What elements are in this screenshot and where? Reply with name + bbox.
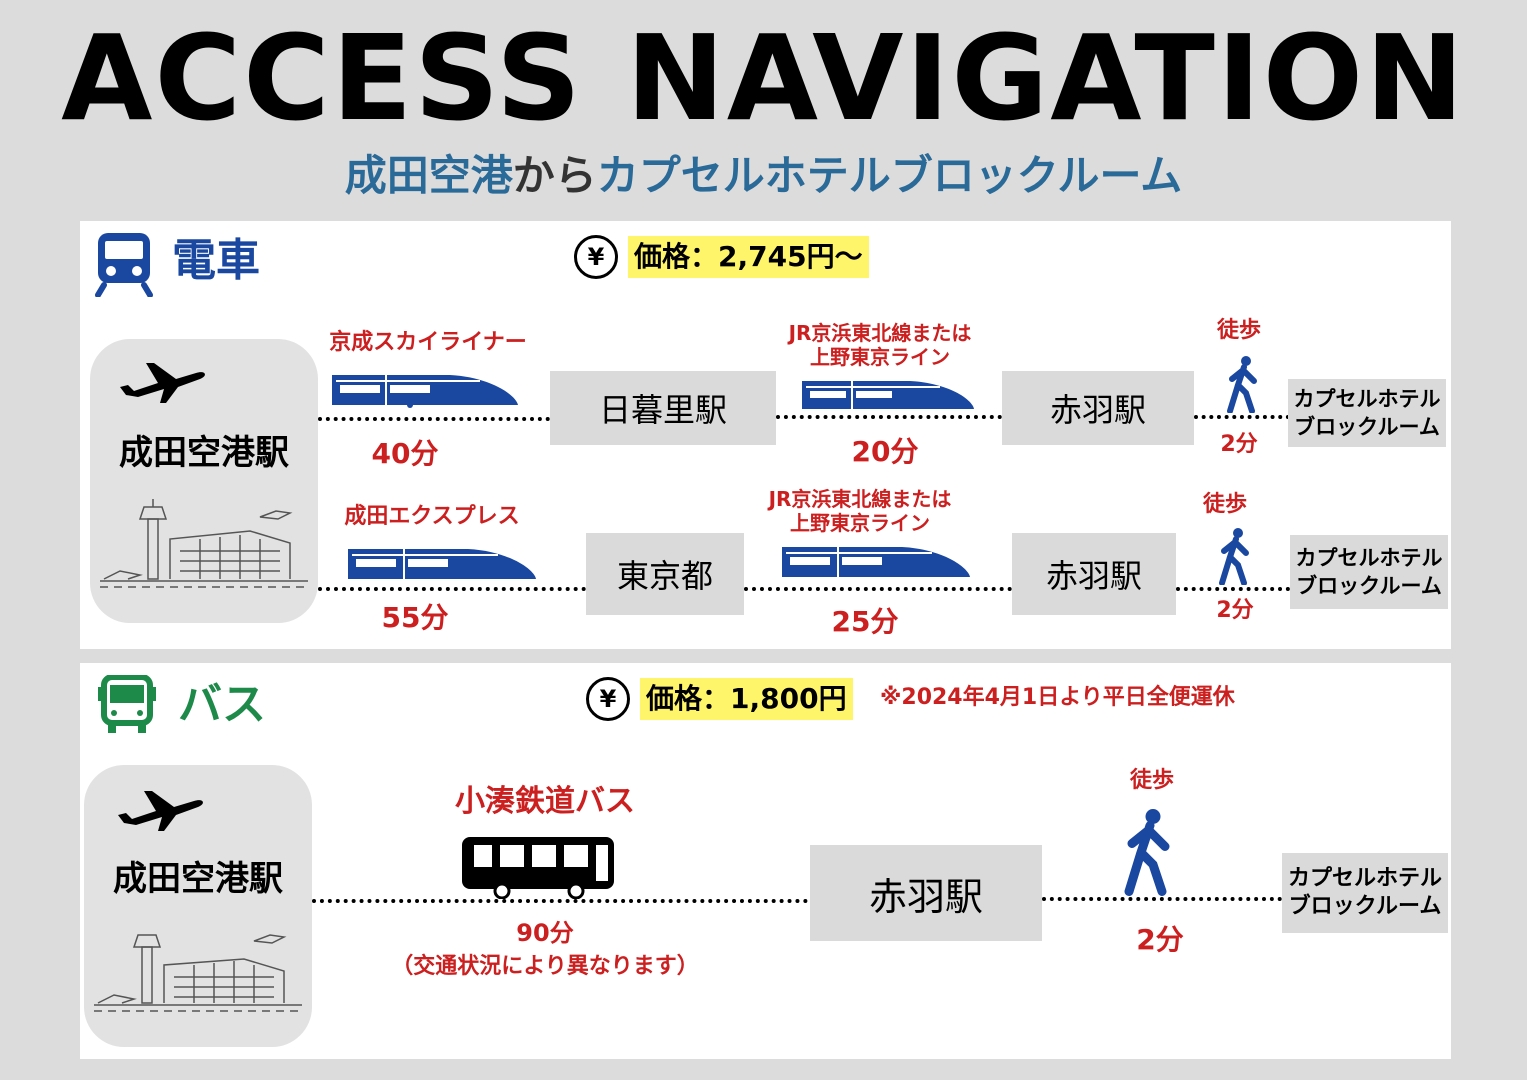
bus-line-label: 小湊鉄道バス [455, 784, 635, 819]
bus-panel: バス ¥ 価格：1,800円 ※2024年4月1日より平日全便運休 成田空港駅 [80, 663, 1451, 1059]
bus-destination: カプセルホテル ブロックルーム [1282, 853, 1448, 933]
route2-dots3 [1176, 587, 1290, 591]
bus-walk-icon [1120, 805, 1180, 901]
page-title: ACCESS NAVIGATION [61, 9, 1466, 147]
route1-destination: カプセルホテル ブロックルーム [1288, 379, 1446, 447]
route1-line2-label-a: JR京浜東北線または [788, 321, 972, 345]
route2-walk-label: 徒歩 [1202, 492, 1247, 517]
bus-suspension-note: ※2024年4月1日より平日全便運休 [880, 685, 1235, 710]
bus-dots1 [312, 899, 808, 903]
route1-dots2 [776, 415, 1002, 419]
train-origin-label: 成田空港駅 [119, 433, 289, 473]
route1-walk-time: 2分 [1220, 432, 1258, 457]
bus-walk-label: 徒歩 [1129, 768, 1174, 793]
route1-dots3 [1194, 415, 1290, 419]
yen-icon: ¥ [574, 235, 618, 279]
airplane-icon [118, 361, 208, 409]
train-panel: 電車 ¥ 価格：2,745円〜 成田空港駅 [80, 221, 1451, 649]
route2-station2: 赤羽駅 [1012, 533, 1176, 615]
route1-dest-line2: ブロックルーム [1294, 415, 1440, 439]
bus-price-label: 価格：1,800円 [640, 678, 853, 720]
route1-line1-label: 京成スカイライナー [329, 330, 527, 355]
route2-dots2 [744, 587, 1012, 591]
route2-walk-icon [1216, 527, 1256, 589]
route1-walk-label: 徒歩 [1216, 318, 1261, 343]
route2-time2: 25分 [831, 605, 899, 638]
route1-line2-label-b: 上野東京ライン [810, 345, 950, 369]
route1-walk-icon [1224, 355, 1264, 417]
route1-time2: 20分 [851, 435, 919, 468]
route1-train1-icon [330, 371, 520, 415]
route2-dest-line2: ブロックルーム [1296, 574, 1442, 598]
route1-time1: 40分 [371, 437, 439, 470]
route2-dest-line1: カプセルホテル [1295, 546, 1443, 570]
train-section-title: 電車 [172, 235, 260, 286]
bus-time-note: （交通状況により異なります） [391, 954, 699, 979]
train-price-label: 価格：2,745円〜 [628, 236, 869, 278]
train-origin-card: 成田空港駅 [90, 339, 318, 623]
route2-dots1 [318, 587, 586, 591]
bus-dest-line1: カプセルホテル [1287, 866, 1442, 891]
bus-origin-label: 成田空港駅 [113, 859, 283, 899]
bus-station: 赤羽駅 [810, 845, 1042, 941]
route1-station2: 赤羽駅 [1002, 371, 1194, 445]
route2-line2-label-b: 上野東京ライン [790, 511, 930, 535]
route1-station1: 日暮里駅 [550, 371, 776, 445]
bus-dots2 [1042, 897, 1282, 901]
route2-time1: 55分 [381, 601, 449, 634]
subtitle-origin: 成田空港 [344, 151, 513, 200]
route1-train2-icon [800, 377, 975, 417]
yen-icon: ¥ [586, 677, 630, 721]
route2-walk-time: 2分 [1216, 598, 1254, 623]
airport-illustration [100, 491, 308, 595]
bus-section-title: バス [178, 679, 266, 730]
route2-line2-label-a: JR京浜東北線または [768, 487, 952, 511]
route2-station1: 東京都 [586, 533, 744, 615]
airport-illustration [94, 925, 302, 1019]
route2-train2-icon [780, 543, 972, 587]
bus-icon [96, 674, 158, 735]
bus-vehicle-icon [460, 835, 620, 903]
train-price: ¥ 価格：2,745円〜 [574, 235, 869, 279]
page-subtitle: 成田空港からカプセルホテルブロックルーム [0, 148, 1527, 204]
bus-price: ¥ 価格：1,800円 [586, 677, 853, 721]
airplane-icon [116, 789, 206, 837]
bus-origin-card: 成田空港駅 [84, 765, 312, 1047]
bus-walk-time: 2分 [1136, 923, 1184, 956]
train-icon [94, 231, 154, 298]
bus-dest-line2: ブロックルーム [1288, 894, 1442, 919]
subtitle-from: から [512, 151, 597, 200]
bus-time: 90分 [516, 919, 574, 947]
route1-dots1 [318, 417, 550, 421]
route2-destination: カプセルホテル ブロックルーム [1290, 535, 1448, 609]
subtitle-destination: カプセルホテルブロックルーム [596, 151, 1183, 200]
route1-dest-line1: カプセルホテル [1293, 387, 1441, 411]
route2-line1-label: 成田エクスプレス [344, 504, 520, 529]
route2-train1-icon [346, 545, 538, 589]
